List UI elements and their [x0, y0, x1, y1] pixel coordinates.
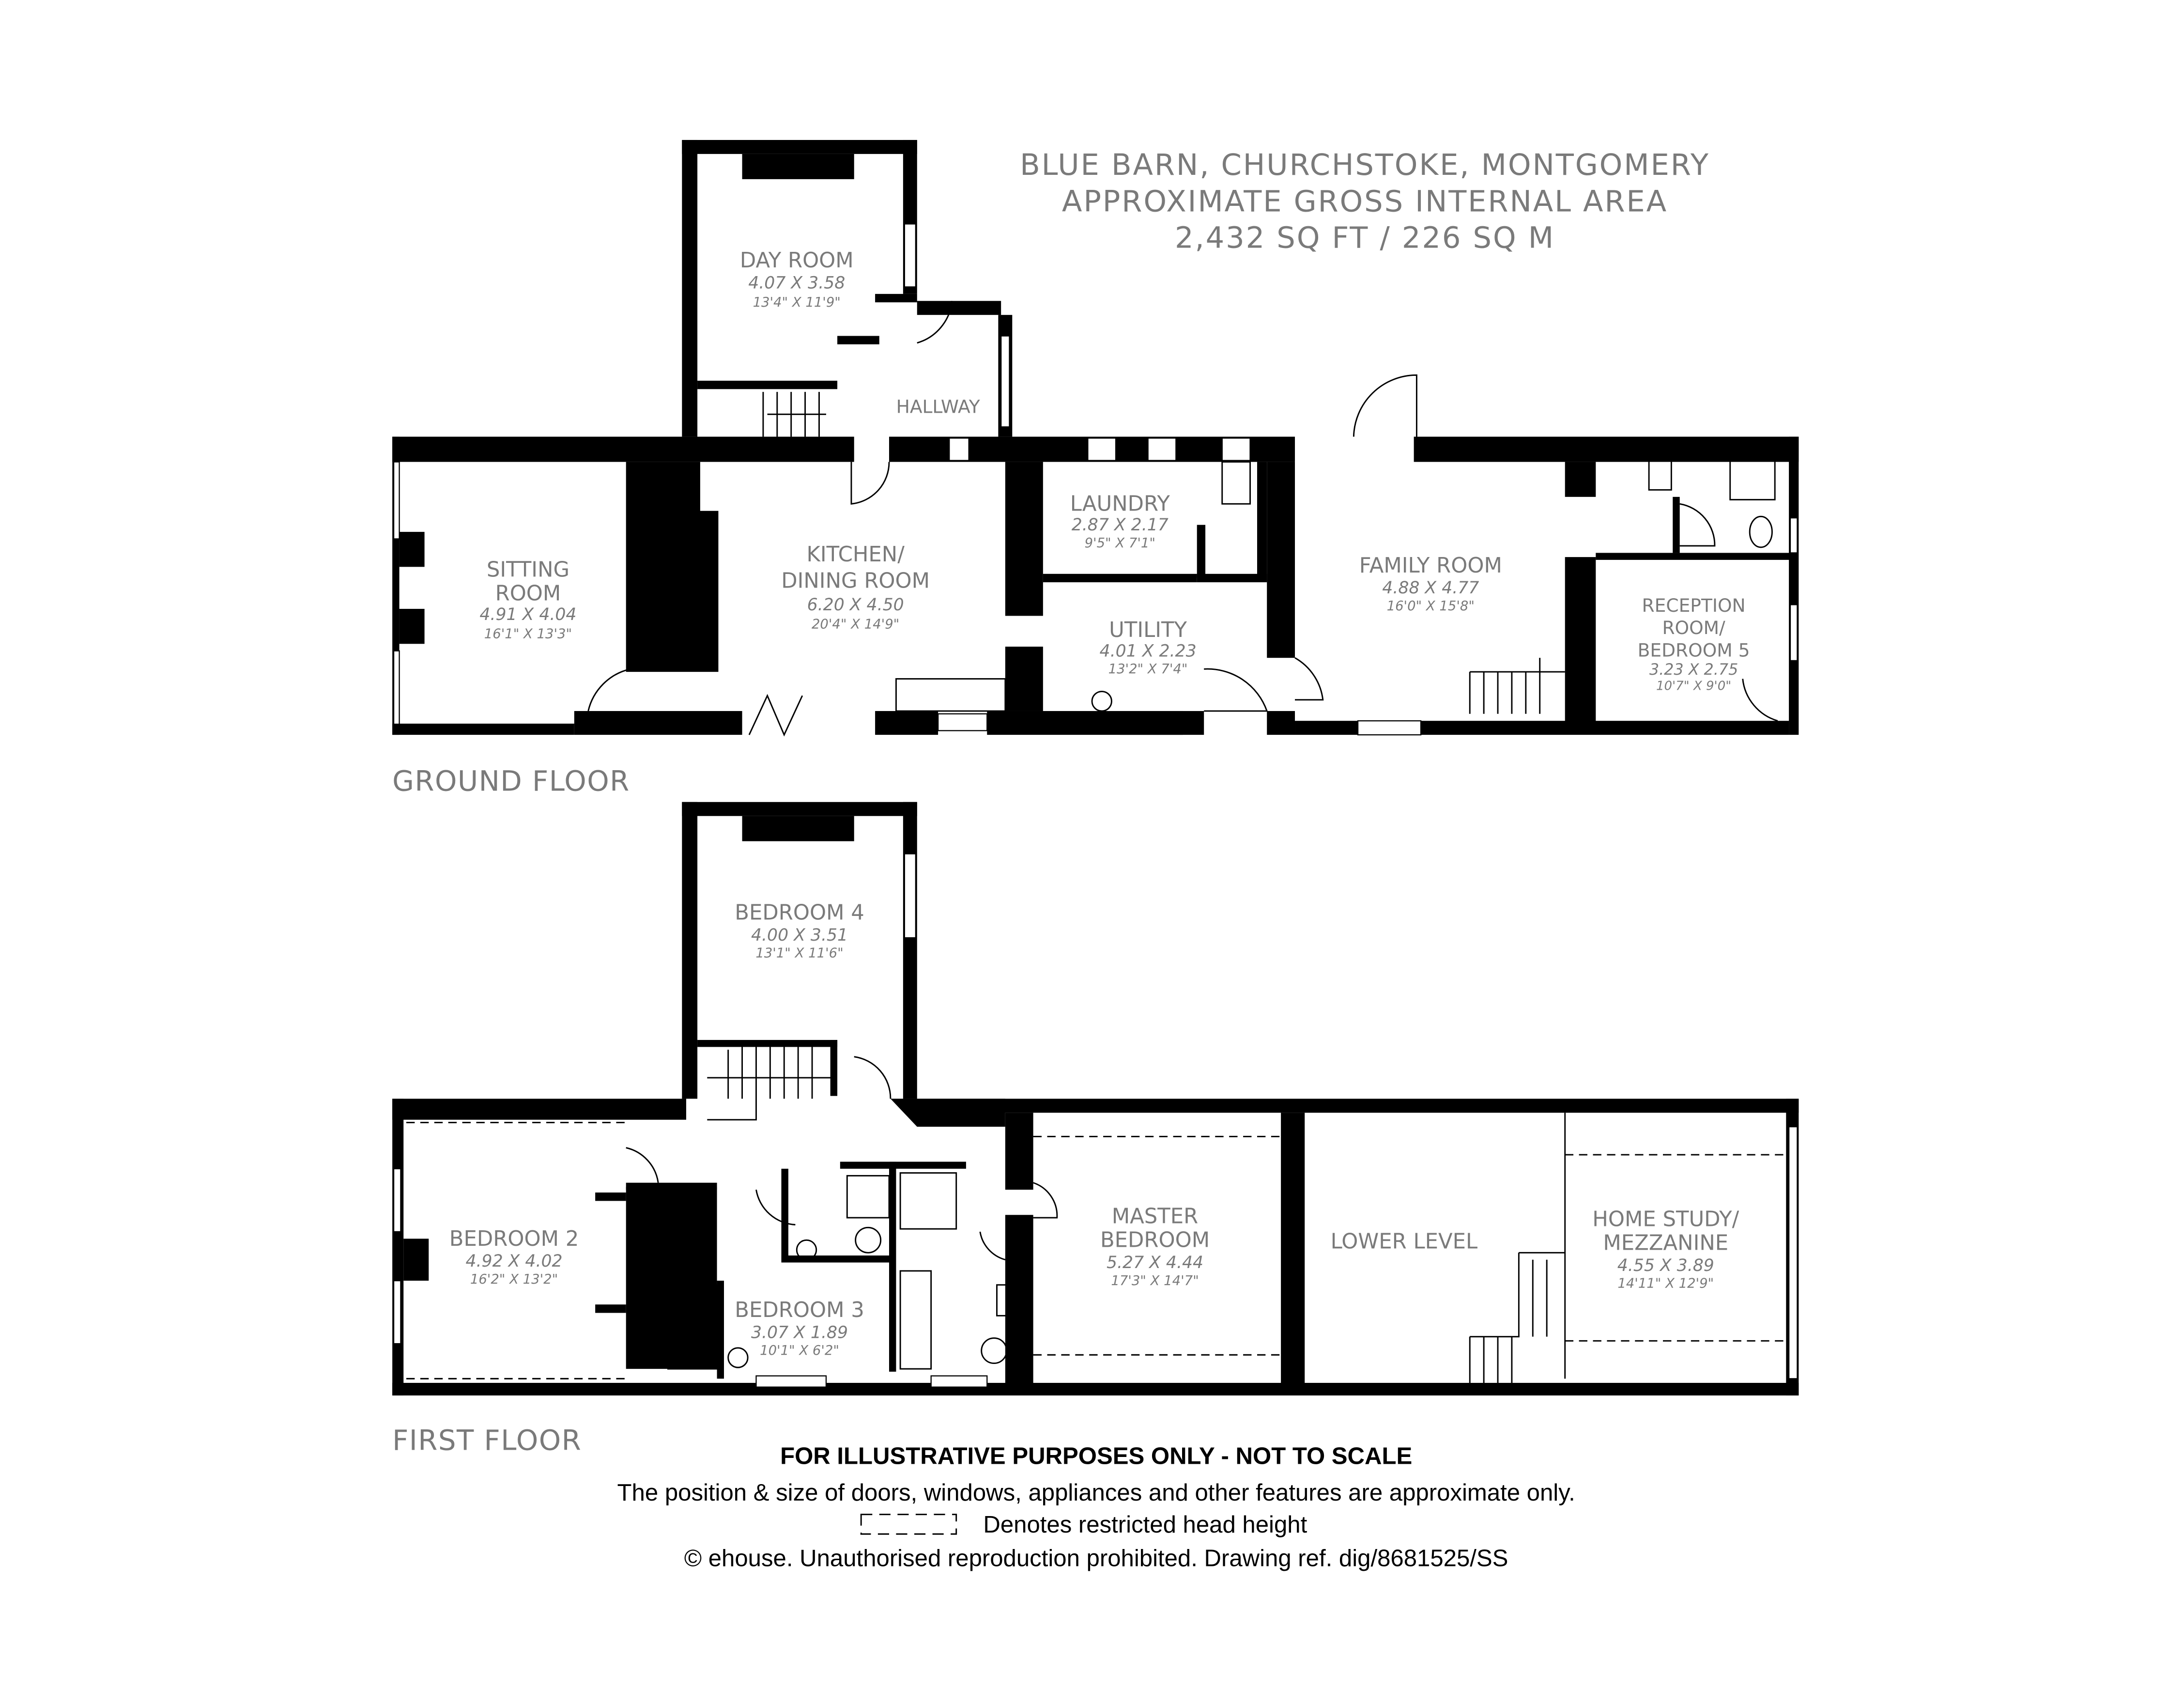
svg-text:2.87 X 2.17: 2.87 X 2.17 [1072, 515, 1169, 535]
room-master-bedroom: MASTER BEDROOM 5.27 X 4.44 17'3" X 14'7" [1100, 1205, 1210, 1288]
room-hallway: HALLWAY [896, 396, 981, 417]
room-family-room: FAMILY ROOM 4.88 X 4.77 16'0" X 15'8" [1359, 554, 1502, 614]
svg-text:LAUNDRY: LAUNDRY [1070, 492, 1170, 516]
title-address: BLUE BARN, CHURCHSTOKE, MONTGOMERY [1020, 148, 1710, 182]
room-bedroom-2: BEDROOM 2 4.92 X 4.02 16'2" X 13'2" [449, 1227, 579, 1287]
svg-text:BEDROOM 4: BEDROOM 4 [735, 901, 864, 925]
first-floor-rooms: BEDROOM 4 4.00 X 3.51 13'1" X 11'6" BEDR… [392, 901, 1739, 1457]
first-floor-label: FIRST FLOOR [392, 1424, 582, 1457]
ground-floor-label: GROUND FLOOR [392, 765, 630, 798]
svg-text:3.23 X 2.75: 3.23 X 2.75 [1649, 661, 1738, 679]
svg-text:5.27 X 4.44: 5.27 X 4.44 [1107, 1253, 1203, 1272]
svg-text:DINING ROOM: DINING ROOM [781, 569, 930, 593]
svg-text:HALLWAY: HALLWAY [896, 396, 981, 417]
svg-text:ROOM/: ROOM/ [1662, 617, 1725, 638]
svg-text:LOWER LEVEL: LOWER LEVEL [1331, 1230, 1477, 1254]
svg-text:13'2" X 7'4": 13'2" X 7'4" [1108, 662, 1188, 677]
svg-text:MASTER: MASTER [1112, 1205, 1198, 1229]
svg-text:20'4" X 14'9": 20'4" X 14'9" [812, 617, 899, 632]
svg-text:HOME STUDY/: HOME STUDY/ [1592, 1207, 1739, 1231]
approximation-note: The position & size of doors, windows, a… [617, 1480, 1575, 1506]
room-kitchen-dining: KITCHEN/ DINING ROOM 6.20 X 4.50 20'4" X… [781, 542, 930, 632]
svg-text:4.55 X 3.89: 4.55 X 3.89 [1617, 1256, 1714, 1275]
room-laundry: LAUNDRY 2.87 X 2.17 9'5" X 7'1" [1070, 492, 1170, 551]
title-area-value: 2,432 SQ FT / 226 SQ M [1175, 221, 1555, 255]
svg-text:4.88 X 4.77: 4.88 X 4.77 [1382, 578, 1479, 598]
svg-text:10'1" X 6'2": 10'1" X 6'2" [760, 1343, 839, 1358]
svg-text:3.07 X 1.89: 3.07 X 1.89 [751, 1323, 848, 1343]
svg-text:BEDROOM 3: BEDROOM 3 [735, 1298, 864, 1322]
footer: FOR ILLUSTRATIVE PURPOSES ONLY - NOT TO … [617, 1443, 1575, 1572]
svg-text:4.07 X 3.58: 4.07 X 3.58 [748, 273, 845, 293]
copyright: © ehouse. Unauthorised reproduction proh… [684, 1546, 1508, 1572]
room-reception-bedroom-5: RECEPTION ROOM/ BEDROOM 5 3.23 X 2.75 10… [1638, 595, 1750, 694]
svg-text:ROOM: ROOM [495, 582, 561, 606]
room-utility: UTILITY 4.01 X 2.23 13'2" X 7'4" [1100, 618, 1197, 677]
svg-text:4.00 X 3.51: 4.00 X 3.51 [751, 926, 848, 945]
svg-text:17'3" X 14'7": 17'3" X 14'7" [1111, 1273, 1199, 1288]
room-bedroom-3: BEDROOM 3 3.07 X 1.89 10'1" X 6'2" [735, 1298, 864, 1358]
svg-text:BEDROOM 5: BEDROOM 5 [1638, 639, 1750, 661]
svg-text:BEDROOM: BEDROOM [1100, 1228, 1210, 1253]
first-floor-walls [392, 802, 1799, 1396]
svg-text:10'7" X 9'0": 10'7" X 9'0" [1656, 679, 1731, 694]
room-sitting-room: SITTING ROOM 4.91 X 4.04 16'1" X 13'3" [479, 558, 576, 642]
room-home-study-mezzanine: HOME STUDY/ MEZZANINE 4.55 X 3.89 14'11"… [1592, 1207, 1739, 1291]
svg-text:6.20 X 4.50: 6.20 X 4.50 [807, 595, 904, 615]
svg-text:9'5" X 7'1": 9'5" X 7'1" [1085, 536, 1155, 551]
svg-text:16'2" X 13'2": 16'2" X 13'2" [470, 1272, 558, 1287]
svg-text:KITCHEN/: KITCHEN/ [806, 542, 905, 567]
title-block: BLUE BARN, CHURCHSTOKE, MONTGOMERY APPRO… [1020, 148, 1710, 255]
svg-text:4.91 X 4.04: 4.91 X 4.04 [479, 605, 576, 624]
room-lower-level: LOWER LEVEL [1331, 1230, 1477, 1254]
svg-text:MEZZANINE: MEZZANINE [1603, 1231, 1728, 1255]
svg-text:FAMILY ROOM: FAMILY ROOM [1359, 554, 1502, 578]
svg-text:RECEPTION: RECEPTION [1642, 595, 1746, 616]
svg-text:16'0" X 15'8": 16'0" X 15'8" [1387, 599, 1475, 614]
svg-text:13'1" X 11'6": 13'1" X 11'6" [755, 946, 843, 961]
title-area-label: APPROXIMATE GROSS INTERNAL AREA [1062, 185, 1668, 218]
svg-text:SITTING: SITTING [487, 558, 569, 582]
svg-text:16'1" X 13'3": 16'1" X 13'3" [484, 627, 572, 642]
restricted-height-legend-swatch [860, 1514, 957, 1535]
ground-floor-rooms: DAY ROOM 4.07 X 3.58 13'4" X 11'9" HALLW… [392, 248, 1750, 798]
restricted-height-legend: Denotes restricted head height [983, 1512, 1307, 1538]
svg-text:4.92 X 4.02: 4.92 X 4.02 [465, 1252, 562, 1271]
ground-floor-walls [392, 139, 1799, 737]
room-bedroom-4: BEDROOM 4 4.00 X 3.51 13'1" X 11'6" [735, 901, 864, 961]
svg-text:DAY ROOM: DAY ROOM [740, 248, 854, 273]
svg-text:13'4" X 11'9": 13'4" X 11'9" [753, 295, 841, 310]
disclaimer: FOR ILLUSTRATIVE PURPOSES ONLY - NOT TO … [780, 1443, 1412, 1470]
svg-text:UTILITY: UTILITY [1109, 618, 1187, 642]
svg-text:BEDROOM 2: BEDROOM 2 [449, 1227, 579, 1251]
room-day-room: DAY ROOM 4.07 X 3.58 13'4" X 11'9" [740, 248, 854, 310]
svg-text:4.01 X 2.23: 4.01 X 2.23 [1100, 641, 1197, 661]
svg-text:14'11" X 12'9": 14'11" X 12'9" [1617, 1276, 1714, 1291]
